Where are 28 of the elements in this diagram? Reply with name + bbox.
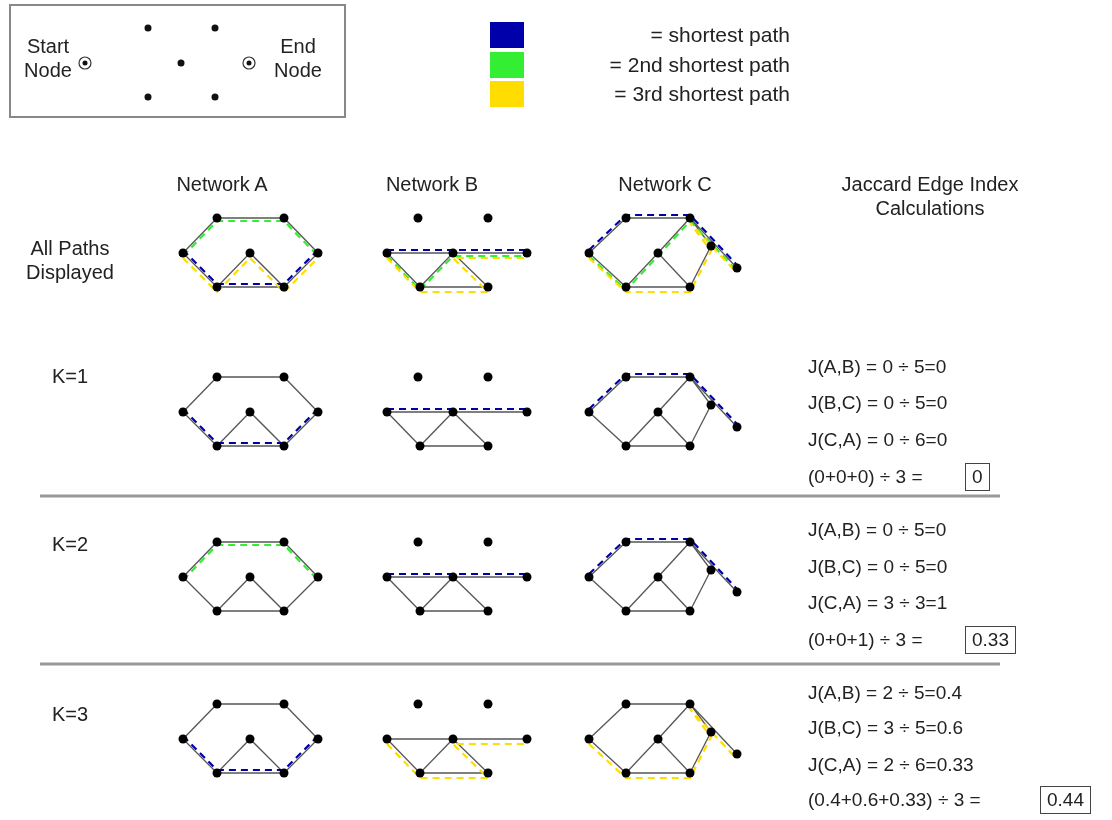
row-heading: All Paths Displayed [25,236,115,284]
boxed-result: 0.44 [1040,786,1091,814]
boxed-result: 0 [965,463,990,491]
equation: J(C,A) = 3 ÷ 3=1 [808,591,948,615]
row-heading: K=3 [50,702,90,726]
legend-label: = 3rd shortest path [614,81,790,107]
key-label: Start Node [23,34,73,82]
row-heading: K=2 [50,532,90,556]
equation: J(A,B) = 0 ÷ 5=0 [808,355,947,379]
key-label: End Node [273,34,323,82]
equation: J(C,A) = 0 ÷ 6=0 [808,428,948,452]
equation: (0.4+0.6+0.33) ÷ 3 = [808,788,981,812]
equation: (0+0+1) ÷ 3 = [808,628,923,652]
equation: J(A,B) = 2 ÷ 5=0.4 [808,681,963,705]
boxed-result: 0.33 [965,626,1016,654]
equation: (0+0+0) ÷ 3 = [808,465,923,489]
column-heading: Jaccard Edge Index Calculations [840,172,1020,220]
row-heading: K=1 [50,364,90,388]
equation: J(B,C) = 0 ÷ 5=0 [808,555,948,579]
column-heading: Network A [175,172,269,196]
equation: J(B,C) = 3 ÷ 5=0.6 [808,716,964,740]
column-heading: Network C [617,172,713,196]
legend-label: = shortest path [650,22,790,48]
column-heading: Network B [384,172,480,196]
equation: J(C,A) = 2 ÷ 6=0.33 [808,753,974,777]
equation: J(A,B) = 0 ÷ 5=0 [808,518,947,542]
legend-label: = 2nd shortest path [609,52,790,78]
equation: J(B,C) = 0 ÷ 5=0 [808,391,948,415]
